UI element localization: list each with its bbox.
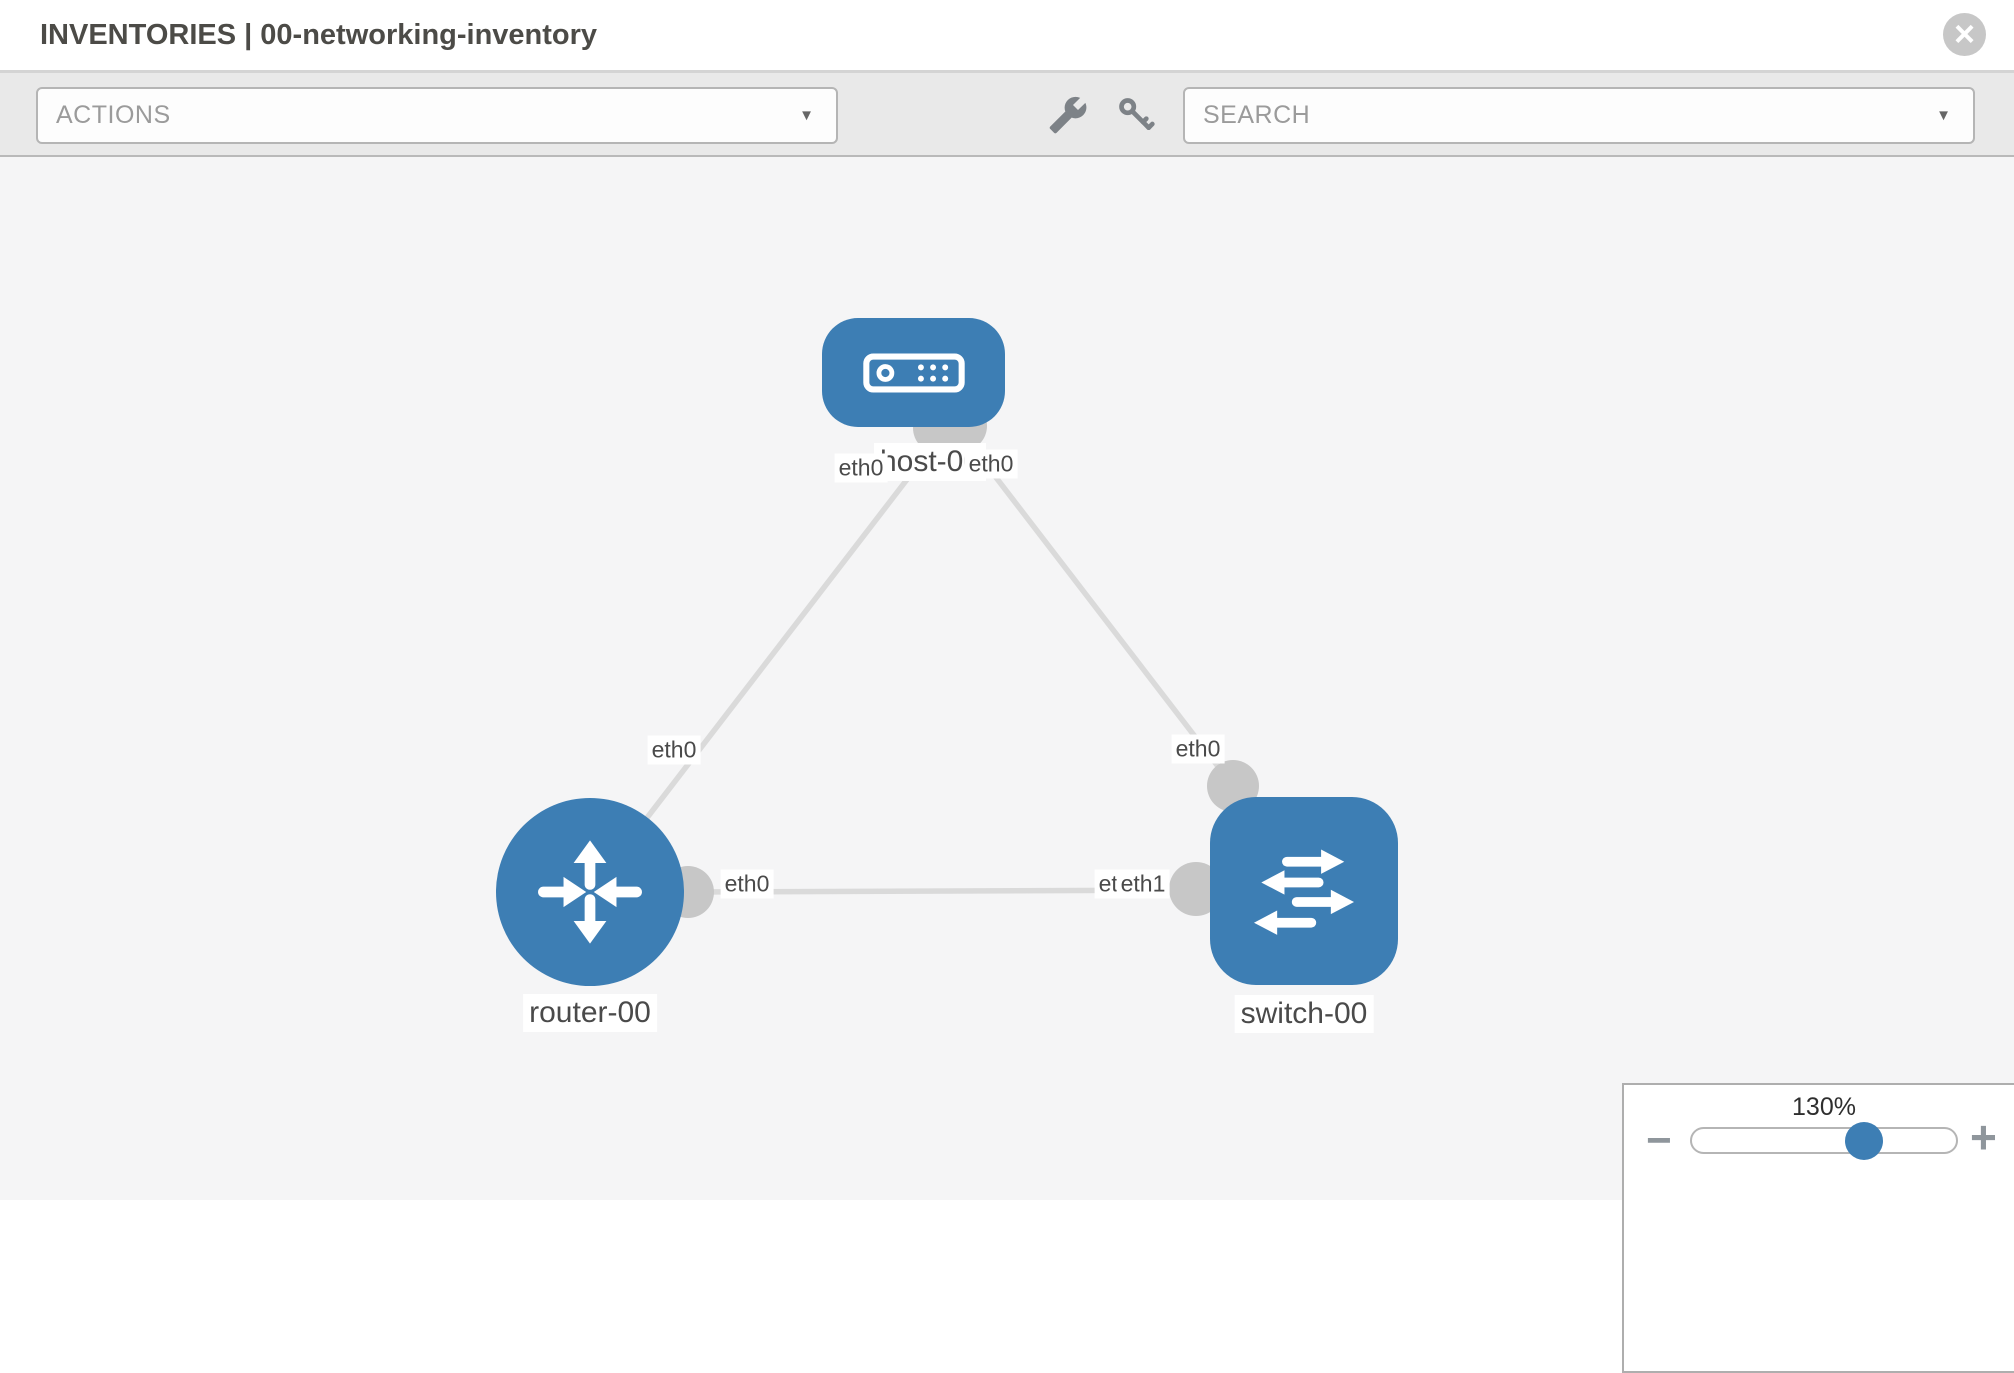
port-circle[interactable] — [1169, 862, 1223, 916]
close-icon: × — [1953, 13, 1976, 54]
router-icon — [538, 840, 642, 944]
zoom-in-button[interactable]: + — [1970, 1114, 1997, 1160]
actions-dropdown[interactable]: ACTIONS ▼ — [36, 87, 838, 144]
topology-links-layer — [587, 401, 1259, 918]
zoom-panel: 130% − + — [1622, 1083, 2014, 1373]
search-dropdown[interactable]: SEARCH ▼ — [1183, 87, 1975, 144]
interface-label: eth0 — [1171, 734, 1225, 764]
key-icon[interactable] — [1116, 95, 1156, 135]
chevron-down-icon: ▼ — [799, 107, 814, 124]
toolbar: ACTIONS ▼ SEARCH ▼ — [0, 73, 2014, 157]
interface-label: eth0 — [720, 869, 774, 899]
close-button[interactable]: × — [1943, 13, 1986, 56]
interface-label: eth0 — [647, 735, 701, 765]
minus-icon: − — [1646, 1116, 1672, 1165]
page-title: INVENTORIES | 00-networking-inventory — [40, 19, 598, 51]
node-router-00[interactable] — [496, 798, 684, 986]
node-switch-00[interactable] — [1210, 797, 1398, 985]
zoom-out-button[interactable]: − — [1646, 1119, 1672, 1163]
node-label-router: router-00 — [523, 994, 657, 1032]
chevron-down-icon: ▼ — [1936, 107, 1951, 124]
header: INVENTORIES | 00-networking-inventory × — [0, 0, 2014, 73]
node-host-00[interactable] — [822, 318, 1005, 427]
topology-canvas[interactable]: host-00 router-00 switch-00 eth0 eth0 et… — [0, 157, 2014, 1373]
zoom-level-value: 130% — [1792, 1093, 1856, 1121]
server-icon — [862, 353, 965, 392]
interface-label: eth1 — [1116, 869, 1170, 899]
wrench-icon[interactable] — [1048, 95, 1088, 135]
zoom-slider-track[interactable] — [1690, 1121, 1958, 1160]
plus-icon: + — [1970, 1111, 1997, 1163]
interface-label: eth0 — [964, 449, 1018, 479]
actions-dropdown-label: ACTIONS — [56, 101, 171, 129]
node-label-switch: switch-00 — [1234, 995, 1374, 1033]
interface-label: eth0 — [834, 453, 888, 483]
zoom-slider-handle[interactable] — [1845, 1121, 1883, 1160]
switch-icon — [1253, 849, 1355, 935]
search-dropdown-label: SEARCH — [1203, 101, 1311, 129]
